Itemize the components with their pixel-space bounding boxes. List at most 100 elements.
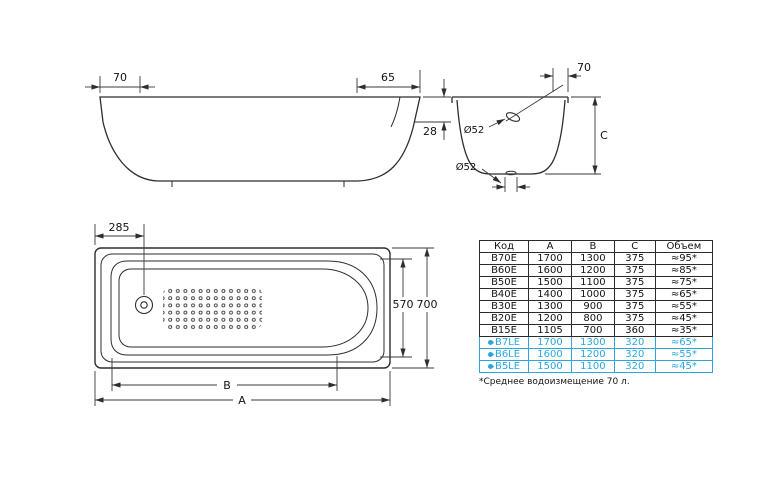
anti-slip-dots	[163, 286, 262, 330]
section-dim-label-drain: Ø52	[456, 161, 477, 173]
section-view-dimension-lines	[481, 68, 601, 192]
side-view	[99, 96, 421, 187]
cell-c: 375	[613, 288, 656, 301]
table-footnote: *Среднее водоизмещение 70 л.	[479, 377, 630, 387]
col-header-c: C	[613, 240, 656, 253]
cell-b: 1100	[570, 360, 615, 373]
cell-volume: ≈85*	[654, 264, 714, 277]
table-row: B50E 1500 1100 375 ≈75*	[478, 276, 714, 289]
cell-b: 1000	[570, 288, 615, 301]
cell-b: 1100	[570, 276, 615, 289]
side-dim-label-65: 65	[381, 71, 395, 84]
cell-c: 375	[613, 276, 656, 289]
cell-a: 1600	[528, 348, 572, 361]
cell-c: 320	[613, 360, 656, 373]
plan-dim-label-a: A	[238, 394, 246, 407]
table-row-eco: B7LE 1700 1300 320 ≈65*	[478, 336, 714, 349]
section-dim-label-70: 70	[577, 61, 591, 74]
cell-b: 800	[570, 312, 615, 325]
cell-a: 1400	[528, 288, 572, 301]
col-header-a: A	[528, 240, 572, 253]
side-view-dimension-lines	[85, 70, 451, 140]
droplet-icon	[486, 338, 494, 346]
cell-c: 375	[613, 300, 656, 313]
cell-a: 1500	[528, 360, 572, 373]
spec-table-panel: Код A B C Объем B70E 1700 1300 375 ≈95* …	[478, 240, 714, 387]
plan-dim-label-285: 285	[109, 221, 130, 234]
side-dim-label-28: 28	[423, 125, 437, 138]
plan-view-dimension-lines	[94, 224, 434, 406]
cell-code: B6LE	[478, 348, 530, 361]
cell-b: 900	[570, 300, 615, 313]
col-header-code: Код	[478, 240, 530, 253]
section-dim-label-overflow: Ø52	[464, 124, 485, 136]
table-row: B20E 1200 800 375 ≈45*	[478, 312, 714, 325]
cell-volume: ≈95*	[654, 252, 714, 265]
cell-b: 1300	[570, 336, 615, 349]
plan-view	[94, 247, 391, 369]
cell-a: 1300	[528, 300, 572, 313]
section-tub-outline	[456, 99, 566, 175]
cell-code: B70E	[478, 252, 530, 265]
cell-a: 1105	[528, 324, 572, 337]
col-header-volume: Объем	[654, 240, 714, 253]
cell-c: 375	[613, 252, 656, 265]
cell-volume: ≈35*	[654, 324, 714, 337]
cell-b: 1300	[570, 252, 615, 265]
cell-b: 1200	[570, 264, 615, 277]
cell-volume: ≈55*	[654, 348, 714, 361]
plan-outer-rim	[94, 247, 391, 369]
side-view-outline	[99, 96, 421, 182]
table-row-eco: B5LE 1500 1100 320 ≈45*	[478, 360, 714, 373]
cell-volume: ≈45*	[654, 360, 714, 373]
droplet-icon	[486, 350, 494, 358]
overflow-hole	[505, 112, 521, 122]
section-dim-label-c: C	[600, 129, 608, 142]
section-view	[451, 96, 569, 176]
cell-code: B7LE	[478, 336, 530, 349]
cell-volume: ≈75*	[654, 276, 714, 289]
cell-a: 1700	[528, 336, 572, 349]
table-row: B30E 1300 900 375 ≈55*	[478, 300, 714, 313]
dimensions-table: Код A B C Объем B70E 1700 1300 375 ≈95* …	[478, 240, 714, 373]
plan-dim-label-b: B	[223, 379, 231, 392]
table-row-eco: B6LE 1600 1200 320 ≈55*	[478, 348, 714, 361]
plan-dim-label-700: 700	[417, 298, 438, 311]
cell-b: 700	[570, 324, 615, 337]
plan-drain-inner	[140, 301, 148, 309]
cell-code: B30E	[478, 300, 530, 313]
cell-code: B20E	[478, 312, 530, 325]
cell-a: 1200	[528, 312, 572, 325]
plan-inner-rim	[100, 253, 385, 363]
table-header-row: Код A B C Объем	[478, 240, 714, 253]
table-row: B15E 1105 700 360 ≈35*	[478, 324, 714, 337]
cell-b: 1200	[570, 348, 615, 361]
side-dim-label-70: 70	[113, 71, 127, 84]
plan-tub-contour-inner	[118, 268, 369, 348]
cell-volume: ≈65*	[654, 288, 714, 301]
col-header-b: B	[570, 240, 615, 253]
table-row: B70E 1700 1300 375 ≈95*	[478, 252, 714, 265]
cell-code: B60E	[478, 264, 530, 277]
plan-tub-contour-outer	[110, 260, 378, 356]
cell-code: B15E	[478, 324, 530, 337]
cell-code: B40E	[478, 288, 530, 301]
cell-a: 1600	[528, 264, 572, 277]
cell-volume: ≈55*	[654, 300, 714, 313]
table-row: B60E 1600 1200 375 ≈85*	[478, 264, 714, 277]
cell-c: 375	[613, 264, 656, 277]
plan-drain-outer	[134, 295, 154, 315]
cell-a: 1500	[528, 276, 572, 289]
cell-c: 360	[613, 324, 656, 337]
table-row: B40E 1400 1000 375 ≈65*	[478, 288, 714, 301]
side-view-rim-inner-edge	[390, 96, 401, 128]
cell-volume: ≈65*	[654, 336, 714, 349]
cell-c: 320	[613, 348, 656, 361]
cell-a: 1700	[528, 252, 572, 265]
cell-c: 375	[613, 312, 656, 325]
cell-volume: ≈45*	[654, 312, 714, 325]
cell-code: B5LE	[478, 360, 530, 373]
plan-dim-label-570: 570	[393, 298, 414, 311]
